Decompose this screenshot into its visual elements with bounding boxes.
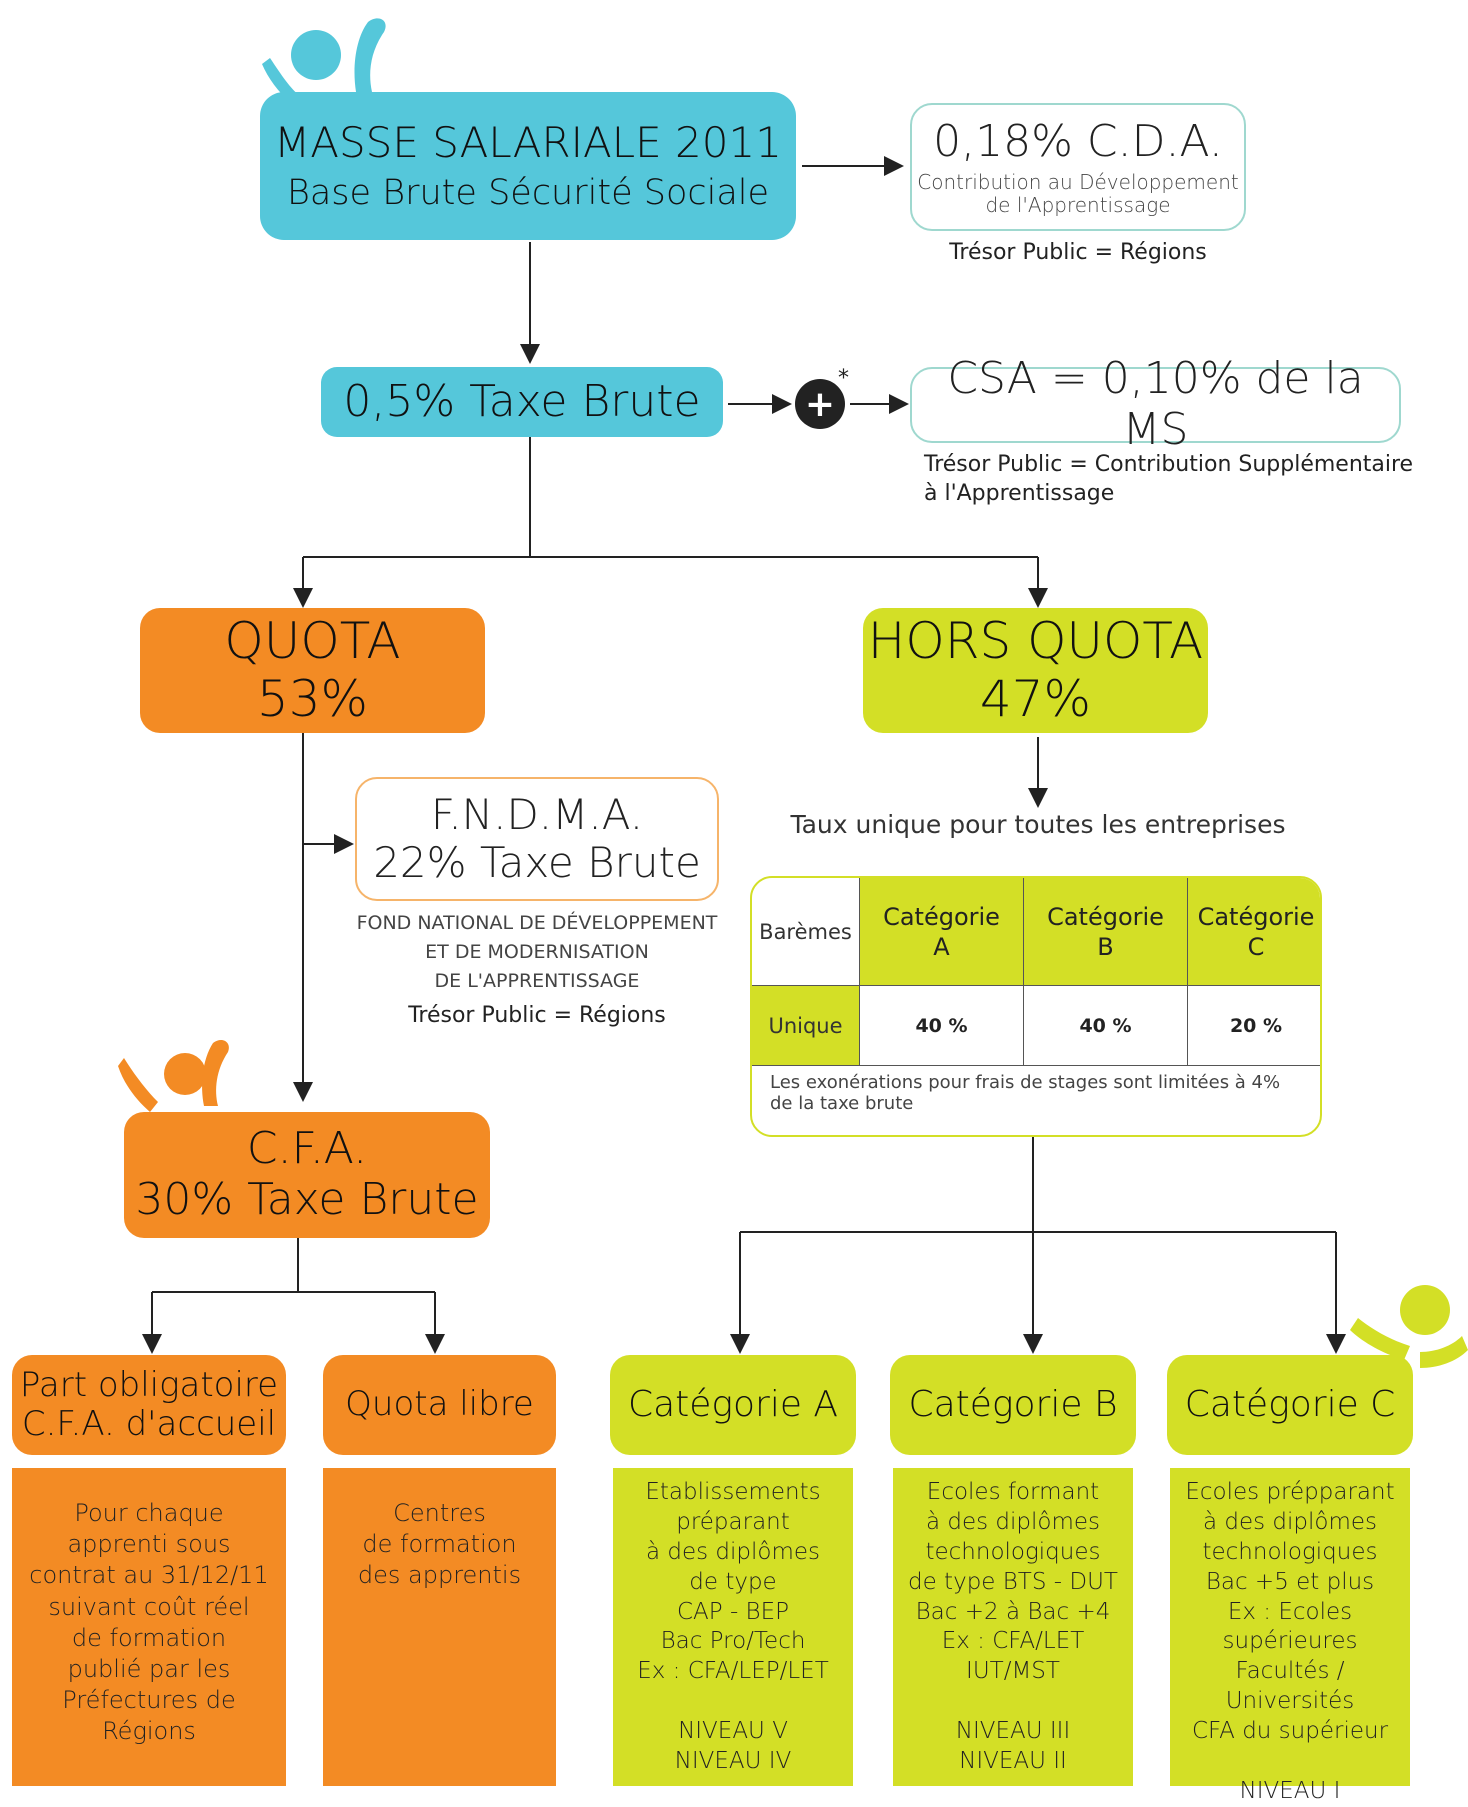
figure-icon-cat-c — [1350, 1285, 1468, 1368]
cat-a-panel: Etablissements préparant à des diplômes … — [613, 1468, 853, 1786]
baremes-cat-b-cell: Catégorie B — [1024, 878, 1188, 986]
cda-title: 0,18% C.D.A. — [933, 115, 1223, 167]
asterisk: * — [838, 366, 849, 391]
taxe-label: 0,5% Taxe Brute — [343, 375, 701, 427]
quota-libre-desc: Centres de formation des apprentis — [357, 1499, 522, 1590]
plus-icon: + — [795, 379, 845, 429]
baremes-cat-c-cell: Catégorie C — [1188, 878, 1320, 986]
cfa-subtitle: 30% Taxe Brute — [135, 1174, 479, 1225]
quota-libre-box: Quota libre — [323, 1355, 556, 1455]
figure-icon-cfa — [118, 1039, 229, 1112]
cat-c-desc: Ecoles prépparant à des diplômes technol… — [1185, 1479, 1395, 1804]
taux-unique-label: Taux unique pour toutes les entreprises — [790, 810, 1286, 839]
cfa-title: C.F.A. — [246, 1123, 368, 1175]
part-obligatoire-panel: Pour chaque apprenti sous contrat au 31/… — [12, 1468, 286, 1786]
cda-line1: Contribution au Développement — [917, 170, 1239, 195]
baremes-header: Barèmes — [759, 919, 852, 944]
quota-libre-label: Quota libre — [345, 1384, 534, 1425]
csa-note-1: Trésor Public = Contribution Supplémenta… — [924, 452, 1414, 477]
masse-subtitle: Base Brute Sécurité Sociale — [286, 173, 770, 214]
baremes-val-a-cell: 40 % — [860, 986, 1024, 1066]
baremes-table: Barèmes Catégorie A Catégorie B Catégori… — [750, 876, 1322, 1137]
cat-a-box: Catégorie A — [610, 1355, 856, 1455]
part-obligatoire-line2: C.F.A. d'accueil — [21, 1404, 277, 1444]
fndma-title: F.N.D.M.A. — [430, 789, 644, 839]
cat-b-desc: Ecoles formant à des diplômes technologi… — [908, 1479, 1118, 1775]
fndma-desc-1: FOND NATIONAL DE DÉVELOPPEMENT — [356, 912, 718, 934]
baremes-header-cell: Barèmes — [752, 878, 860, 986]
baremes-val-a: 40 % — [915, 1014, 968, 1037]
fndma-desc-3: DE L'APPRENTISSAGE — [434, 970, 640, 992]
masse-title: MASSE SALARIALE 2011 — [274, 117, 782, 167]
hors-quota-title: HORS QUOTA — [867, 612, 1204, 670]
cat-a-desc: Etablissements préparant à des diplômes … — [637, 1479, 829, 1775]
baremes-footnote: Les exonérations pour frais de stages so… — [770, 1072, 1281, 1114]
cda-note: Trésor Public = Régions — [949, 240, 1207, 265]
baremes-val-c: 20 % — [1229, 1014, 1283, 1037]
baremes-cat-a: Catégorie A — [883, 902, 1000, 961]
figure-icon-top — [262, 18, 386, 104]
baremes-val-b-cell: 40 % — [1024, 986, 1188, 1066]
baremes-val-c-cell: 20 % — [1188, 986, 1320, 1066]
part-obligatoire-box: Part obligatoire C.F.A. d'accueil — [12, 1355, 286, 1455]
baremes-cat-b: Catégorie B — [1047, 902, 1164, 961]
csa-note-2: à l'Apprentissage — [924, 481, 1115, 506]
cat-b-box: Catégorie B — [890, 1355, 1136, 1455]
baremes-cat-a-cell: Catégorie A — [860, 878, 1024, 986]
cat-b-label: Catégorie B — [908, 1384, 1118, 1426]
masse-salariale-box: MASSE SALARIALE 2011 Base Brute Sécurité… — [260, 92, 796, 240]
baremes-row-label: Unique — [768, 1013, 843, 1038]
cfa-box: C.F.A. 30% Taxe Brute — [124, 1112, 490, 1238]
baremes-val-b: 40 % — [1079, 1014, 1132, 1037]
quota-title: QUOTA — [224, 612, 401, 670]
fndma-note: Trésor Public = Régions — [408, 1003, 666, 1028]
cat-c-panel: Ecoles prépparant à des diplômes technol… — [1170, 1468, 1410, 1804]
hors-quota-percent: 47% — [979, 669, 1092, 728]
fndma-subtitle: 22% Taxe Brute — [373, 838, 701, 887]
quota-libre-panel: Centres de formation des apprentis — [323, 1468, 556, 1786]
cat-b-panel: Ecoles formant à des diplômes technologi… — [893, 1468, 1133, 1786]
cda-box: 0,18% C.D.A. Contribution au Développeme… — [910, 103, 1246, 231]
cat-a-label: Catégorie A — [627, 1384, 839, 1426]
fndma-desc-2: ET DE MODERNISATION — [425, 941, 649, 963]
csa-box: CSA = 0,10% de la MS — [910, 354, 1401, 455]
cda-line2: de l'Apprentissage — [985, 193, 1171, 218]
part-obligatoire-line1: Part obligatoire — [19, 1364, 279, 1405]
cat-c-label: Catégorie C — [1184, 1384, 1396, 1426]
baremes-cat-c: Catégorie C — [1197, 902, 1315, 961]
part-obligatoire-desc: Pour chaque apprenti sous contrat au 31/… — [29, 1499, 269, 1746]
cat-c-box: Catégorie C — [1167, 1355, 1413, 1455]
hors-quota-box: HORS QUOTA 47% — [863, 608, 1208, 733]
quota-percent: 53% — [256, 669, 369, 728]
taxe-brute-box: 0,5% Taxe Brute — [321, 367, 723, 437]
baremes-row-label-cell: Unique — [752, 986, 860, 1066]
fndma-box: F.N.D.M.A. 22% Taxe Brute — [355, 777, 719, 901]
quota-box: QUOTA 53% — [140, 608, 485, 733]
plus-sign: + — [804, 383, 836, 425]
csa-label: CSA = 0,10% de la MS — [947, 353, 1364, 455]
